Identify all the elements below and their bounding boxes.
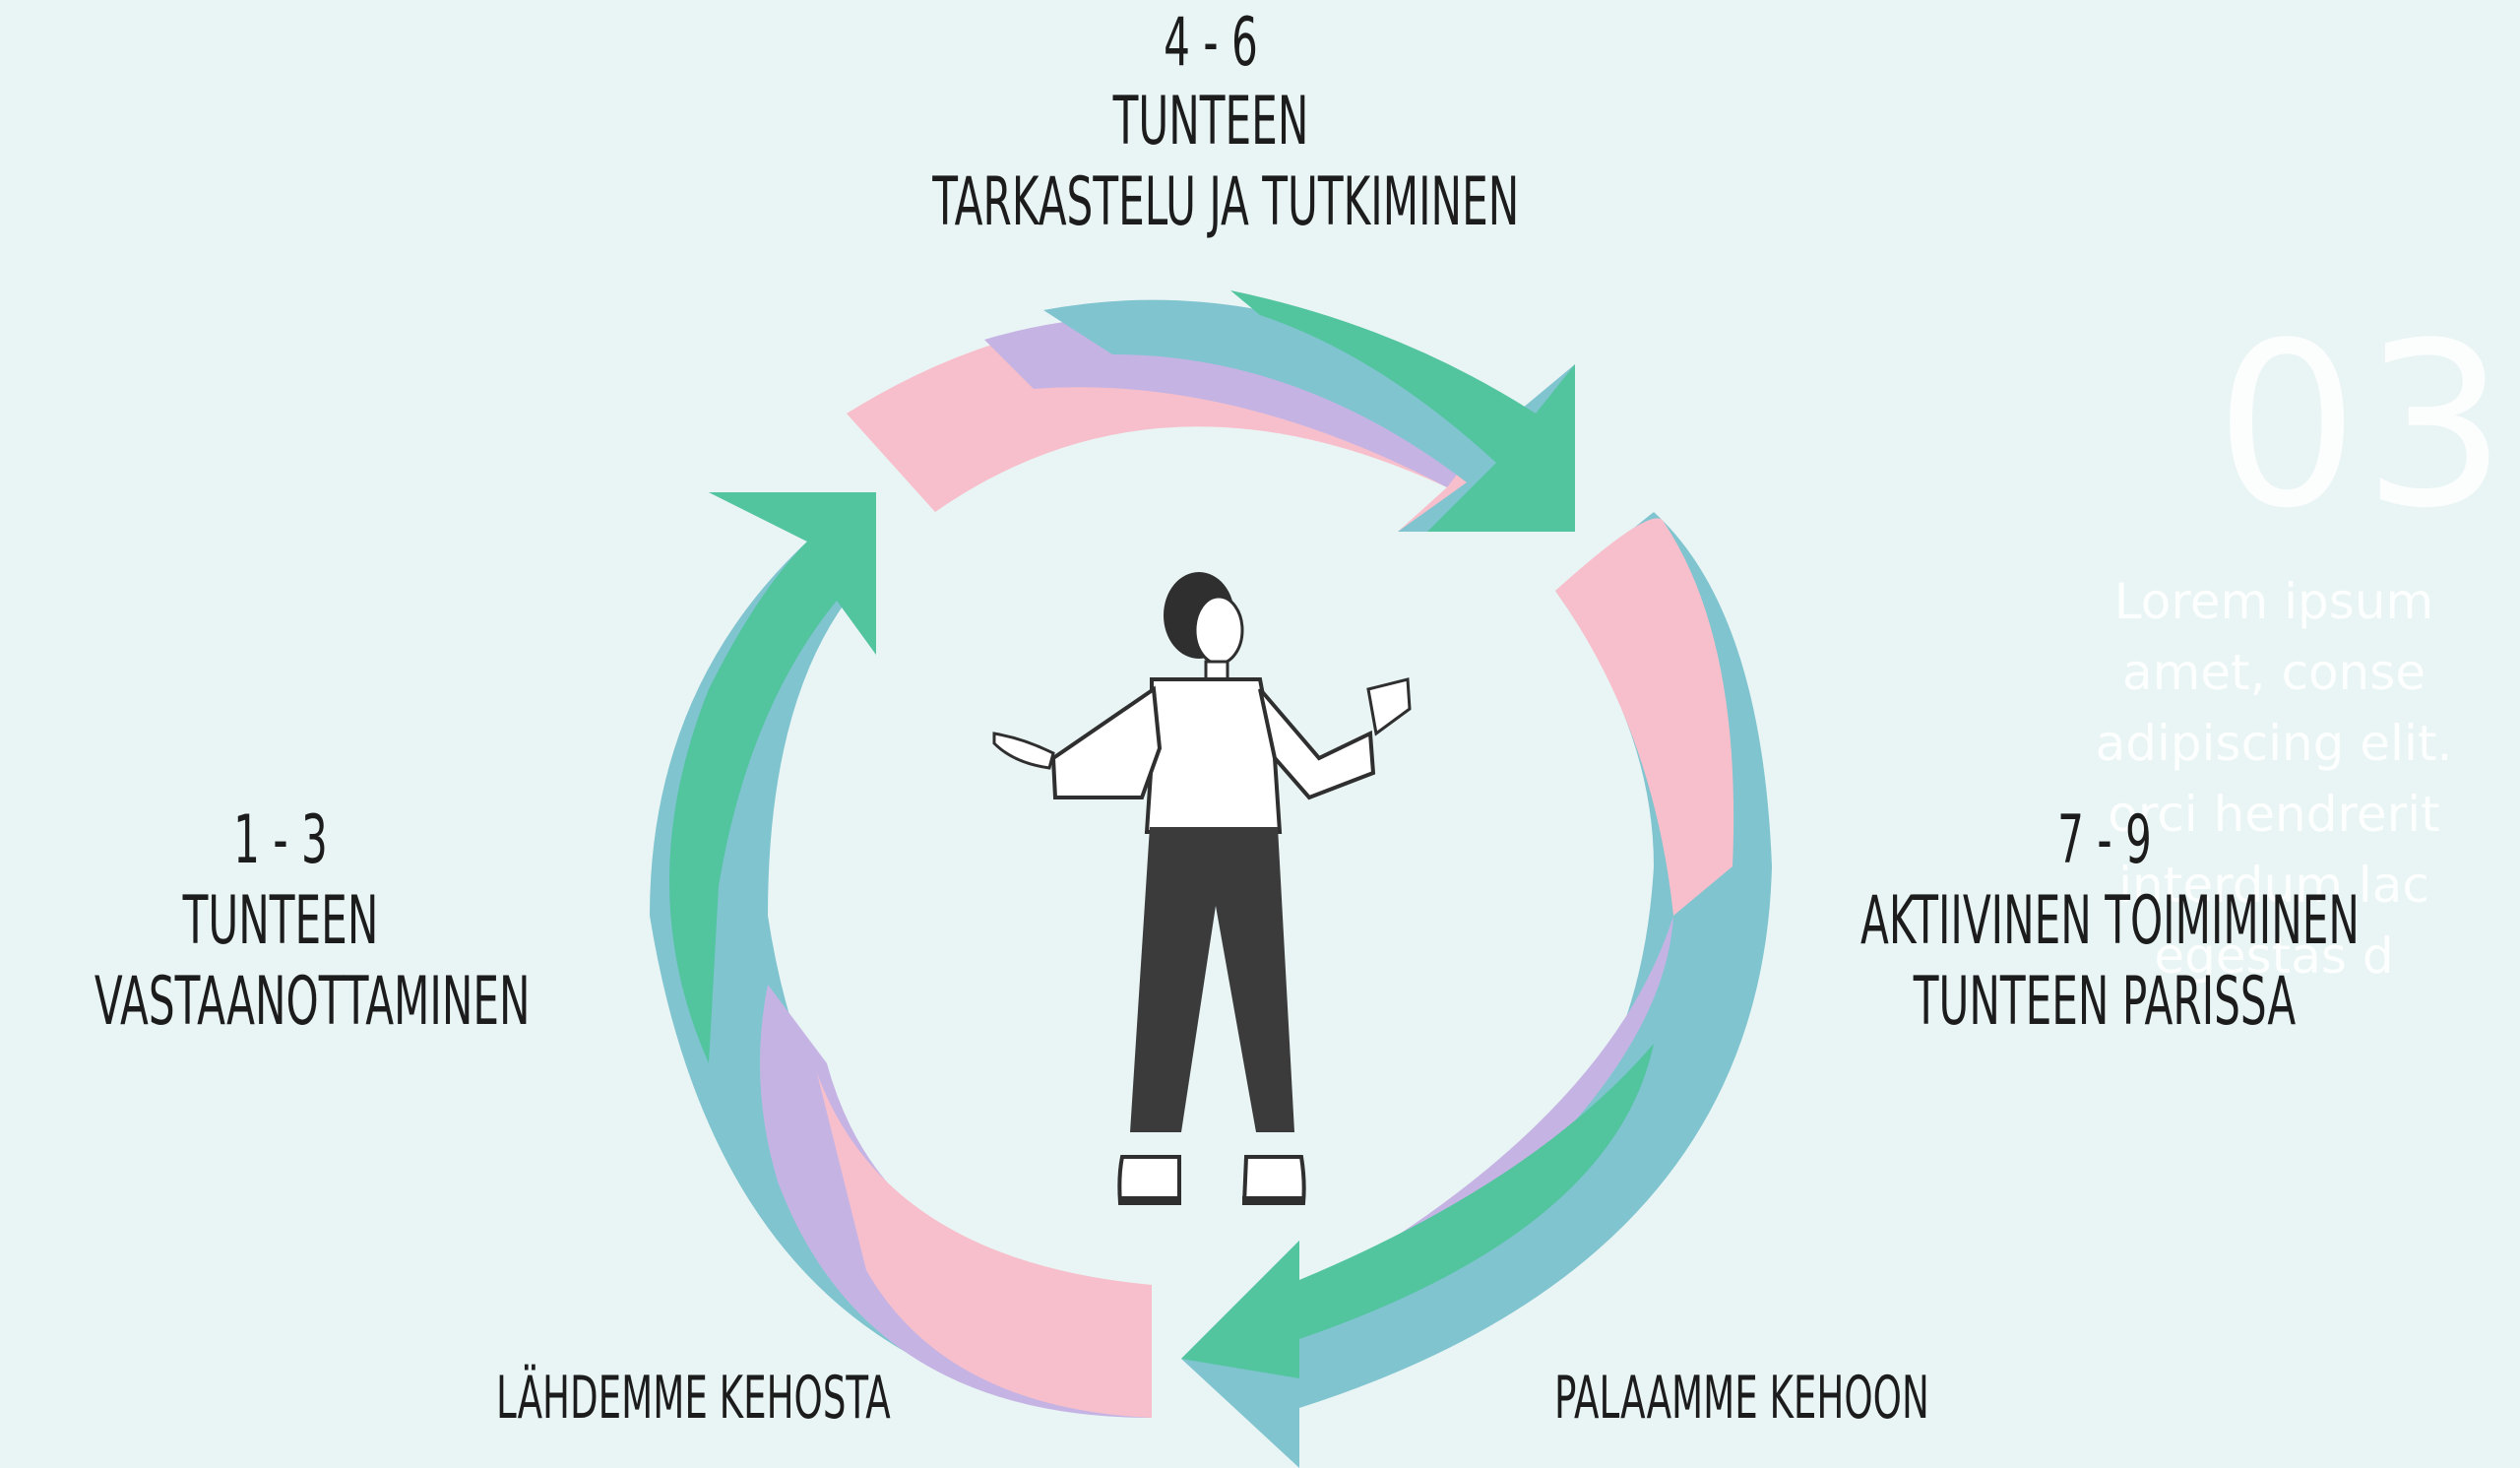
ghost-line: amet, conse (2121, 644, 2426, 701)
cycle-arrow-left (650, 492, 1152, 1418)
ghost-line: Lorem ipsum (2113, 573, 2434, 630)
bottom-right-caption: PALAAMME KEHOON (1554, 1364, 1929, 1433)
diagram-canvas: 4 - 6 TUNTEEN TARKASTELU JA TUTKIMINEN 1… (94, 4, 2507, 1468)
left-stage-line1: TUNTEEN (182, 882, 379, 960)
cycle-arrow-right (1181, 512, 1772, 1468)
left-stage-range: 1 - 3 (233, 801, 328, 879)
ghost-line: egestas d (2154, 927, 2394, 985)
top-stage-line2: TARKASTELU JA TUTKIMINEN (932, 163, 1520, 241)
top-stage-line1: TUNTEEN (1112, 83, 1309, 160)
shrugging-woman-figure-icon (992, 572, 1412, 1205)
right-stage-line1: AKTIIVINEN TOIMIMINEN (1860, 882, 2360, 960)
bottom-left-caption: LÄHDEMME KEHOSTA (496, 1364, 891, 1433)
top-stage-range: 4 - 6 (1164, 4, 1258, 82)
ghost-line: interdum lac (2118, 857, 2429, 914)
left-stage-line2: VASTAANOTTAMINEN (94, 963, 531, 1041)
ghost-lorem-text: Lorem ipsum amet, conse adipiscing elit.… (2028, 566, 2520, 991)
ghost-line: adipiscing elit. (2095, 715, 2453, 772)
ghost-line: orci hendrerit (2108, 786, 2440, 843)
cycle-arrow-top (847, 290, 1575, 532)
right-stage-range: 7 - 9 (2057, 801, 2152, 879)
right-stage-line2: TUNTEEN PARISSA (1913, 963, 2297, 1041)
emotion-cycle-diagram (650, 290, 1772, 1468)
ghost-step-number: 03 (2215, 295, 2511, 558)
